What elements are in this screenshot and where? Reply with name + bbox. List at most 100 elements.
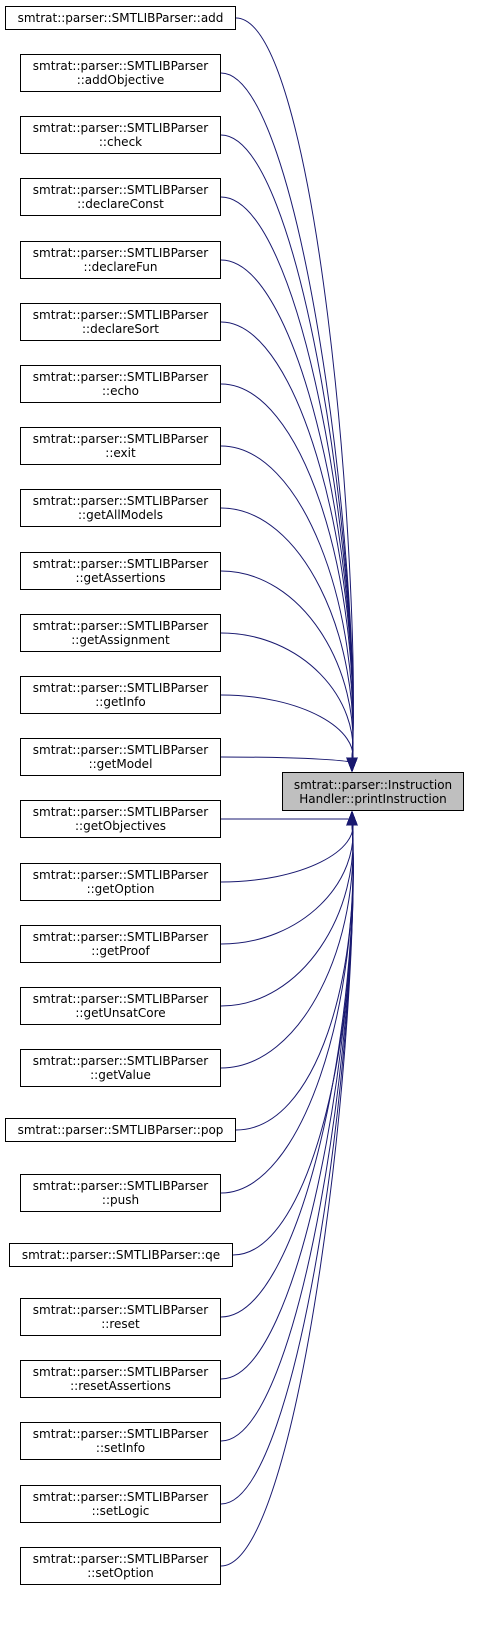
caller-node-get-option-label-line: ::getOption xyxy=(86,882,155,896)
caller-node-declare-const-label-line: ::declareConst xyxy=(77,197,164,211)
caller-node-reset-assertions[interactable]: smtrat::parser::SMTLIBParser::resetAsser… xyxy=(20,1360,221,1398)
caller-node-declare-fun[interactable]: smtrat::parser::SMTLIBParser::declareFun xyxy=(20,241,221,279)
caller-node-get-proof-label-line: smtrat::parser::SMTLIBParser xyxy=(32,930,209,944)
caller-node-qe-label-line: smtrat::parser::SMTLIBParser::qe xyxy=(21,1248,221,1262)
caller-node-set-option[interactable]: smtrat::parser::SMTLIBParser::setOption xyxy=(20,1547,221,1585)
caller-node-pop-label-line: smtrat::parser::SMTLIBParser::pop xyxy=(17,1123,224,1137)
edge-get-assignment xyxy=(220,632,354,765)
caller-node-get-proof-label-line: ::getProof xyxy=(91,944,150,958)
caller-node-push[interactable]: smtrat::parser::SMTLIBParser::push xyxy=(20,1174,221,1212)
caller-node-check-label-line: smtrat::parser::SMTLIBParser xyxy=(32,121,209,135)
caller-node-get-objectives-label-line: ::getObjectives xyxy=(75,819,166,833)
caller-node-set-logic-label-line: ::setLogic xyxy=(91,1504,150,1518)
edge-reset-assertions xyxy=(220,818,354,1380)
caller-node-add-objective[interactable]: smtrat::parser::SMTLIBParser::addObjecti… xyxy=(20,54,221,92)
edge-get-unsat-core xyxy=(220,818,354,1007)
caller-node-set-info[interactable]: smtrat::parser::SMTLIBParser::setInfo xyxy=(20,1422,221,1460)
caller-node-get-info-label-line: ::getInfo xyxy=(95,695,146,709)
edge-declare-fun xyxy=(220,259,354,765)
caller-node-set-info-label-line: ::setInfo xyxy=(95,1441,146,1455)
edge-get-all-models xyxy=(220,507,354,765)
edge-get-assertions xyxy=(220,570,354,765)
caller-node-declare-const-label-line: smtrat::parser::SMTLIBParser xyxy=(32,183,209,197)
caller-node-echo[interactable]: smtrat::parser::SMTLIBParser::echo xyxy=(20,365,221,403)
arrowhead-set-option xyxy=(346,810,358,826)
caller-node-get-objectives[interactable]: smtrat::parser::SMTLIBParser::getObjecti… xyxy=(20,800,221,838)
caller-node-declare-const[interactable]: smtrat::parser::SMTLIBParser::declareCon… xyxy=(20,178,221,216)
caller-node-get-assignment-label-line: smtrat::parser::SMTLIBParser xyxy=(32,619,209,633)
edge-set-logic xyxy=(220,818,354,1505)
caller-node-add-label-line: smtrat::parser::SMTLIBParser::add xyxy=(17,11,224,25)
edge-add xyxy=(235,17,354,765)
target-node-print-instruction-label-line: Handler::printInstruction xyxy=(299,791,447,806)
caller-node-get-assertions[interactable]: smtrat::parser::SMTLIBParser::getAsserti… xyxy=(20,552,221,590)
caller-node-reset-assertions-label-line: smtrat::parser::SMTLIBParser xyxy=(32,1365,209,1379)
caller-node-declare-sort[interactable]: smtrat::parser::SMTLIBParser::declareSor… xyxy=(20,303,221,341)
edge-add-objective xyxy=(220,72,354,765)
caller-node-echo-label-line: ::echo xyxy=(101,384,139,398)
caller-node-get-value[interactable]: smtrat::parser::SMTLIBParser::getValue xyxy=(20,1049,221,1087)
caller-node-push-label-line: smtrat::parser::SMTLIBParser xyxy=(32,1179,209,1193)
caller-node-get-value-label-line: smtrat::parser::SMTLIBParser xyxy=(32,1054,209,1068)
caller-node-get-unsat-core[interactable]: smtrat::parser::SMTLIBParser::getUnsatCo… xyxy=(20,987,221,1025)
caller-node-get-assertions-label-line: smtrat::parser::SMTLIBParser xyxy=(32,557,209,571)
caller-node-get-assignment[interactable]: smtrat::parser::SMTLIBParser::getAssignm… xyxy=(20,614,221,652)
caller-node-get-all-models-label-line: ::getAllModels xyxy=(78,508,163,522)
caller-node-get-all-models[interactable]: smtrat::parser::SMTLIBParser::getAllMode… xyxy=(20,489,221,527)
caller-node-get-info-label-line: smtrat::parser::SMTLIBParser xyxy=(32,681,209,695)
edge-get-info xyxy=(220,694,354,765)
edge-get-model xyxy=(220,756,354,765)
caller-node-set-info-label-line: smtrat::parser::SMTLIBParser xyxy=(32,1427,209,1441)
caller-node-qe[interactable]: smtrat::parser::SMTLIBParser::qe xyxy=(9,1243,233,1267)
caller-node-exit-label-line: ::exit xyxy=(105,446,136,460)
caller-node-get-model-label-line: smtrat::parser::SMTLIBParser xyxy=(32,743,209,757)
caller-node-add[interactable]: smtrat::parser::SMTLIBParser::add xyxy=(5,6,236,30)
caller-node-pop[interactable]: smtrat::parser::SMTLIBParser::pop xyxy=(5,1118,236,1142)
caller-node-set-option-label-line: ::setOption xyxy=(87,1566,154,1580)
caller-node-exit-label-line: smtrat::parser::SMTLIBParser xyxy=(32,432,209,446)
caller-node-declare-fun-label-line: ::declareFun xyxy=(83,260,158,274)
caller-node-set-logic-label-line: smtrat::parser::SMTLIBParser xyxy=(32,1490,209,1504)
edge-set-option xyxy=(220,818,354,1567)
caller-node-get-unsat-core-label-line: smtrat::parser::SMTLIBParser xyxy=(32,992,209,1006)
caller-node-get-value-label-line: ::getValue xyxy=(90,1068,151,1082)
caller-node-get-all-models-label-line: smtrat::parser::SMTLIBParser xyxy=(32,494,209,508)
caller-node-get-option-label-line: smtrat::parser::SMTLIBParser xyxy=(32,868,209,882)
caller-node-get-model-label-line: ::getModel xyxy=(88,757,153,771)
caller-node-reset[interactable]: smtrat::parser::SMTLIBParser::reset xyxy=(20,1298,221,1336)
caller-node-exit[interactable]: smtrat::parser::SMTLIBParser::exit xyxy=(20,427,221,465)
caller-node-declare-sort-label-line: ::declareSort xyxy=(81,322,160,336)
caller-node-add-objective-label-line: smtrat::parser::SMTLIBParser xyxy=(32,59,209,73)
target-node-print-instruction-label-line: smtrat::parser::Instruction xyxy=(293,777,453,792)
caller-node-set-logic[interactable]: smtrat::parser::SMTLIBParser::setLogic xyxy=(20,1485,221,1523)
caller-node-echo-label-line: smtrat::parser::SMTLIBParser xyxy=(32,370,209,384)
edge-qe xyxy=(232,818,354,1256)
caller-node-get-option[interactable]: smtrat::parser::SMTLIBParser::getOption xyxy=(20,863,221,901)
caller-node-get-proof[interactable]: smtrat::parser::SMTLIBParser::getProof xyxy=(20,925,221,963)
caller-node-get-assertions-label-line: ::getAssertions xyxy=(75,571,166,585)
caller-node-get-info[interactable]: smtrat::parser::SMTLIBParser::getInfo xyxy=(20,676,221,714)
edge-push xyxy=(220,818,354,1194)
caller-node-get-model[interactable]: smtrat::parser::SMTLIBParser::getModel xyxy=(20,738,221,776)
caller-node-set-option-label-line: smtrat::parser::SMTLIBParser xyxy=(32,1552,209,1566)
edge-get-value xyxy=(220,818,354,1069)
edge-exit xyxy=(220,445,354,765)
caller-node-reset-label-line: smtrat::parser::SMTLIBParser xyxy=(32,1303,209,1317)
caller-node-reset-label-line: ::reset xyxy=(101,1317,140,1331)
caller-node-check[interactable]: smtrat::parser::SMTLIBParser::check xyxy=(20,116,221,154)
caller-node-check-label-line: ::check xyxy=(98,135,143,149)
caller-node-get-objectives-label-line: smtrat::parser::SMTLIBParser xyxy=(32,805,209,819)
edge-echo xyxy=(220,383,354,765)
caller-node-declare-sort-label-line: smtrat::parser::SMTLIBParser xyxy=(32,308,209,322)
edge-declare-const xyxy=(220,196,354,765)
caller-node-add-objective-label-line: ::addObjective xyxy=(76,73,165,87)
caller-node-reset-assertions-label-line: ::resetAssertions xyxy=(70,1379,171,1393)
caller-node-get-unsat-core-label-line: ::getUnsatCore xyxy=(75,1006,166,1020)
caller-node-declare-fun-label-line: smtrat::parser::SMTLIBParser xyxy=(32,246,209,260)
caller-node-push-label-line: ::push xyxy=(101,1193,140,1207)
caller-node-get-assignment-label-line: ::getAssignment xyxy=(71,633,170,647)
edge-reset xyxy=(220,818,354,1318)
edge-get-option xyxy=(220,818,354,883)
